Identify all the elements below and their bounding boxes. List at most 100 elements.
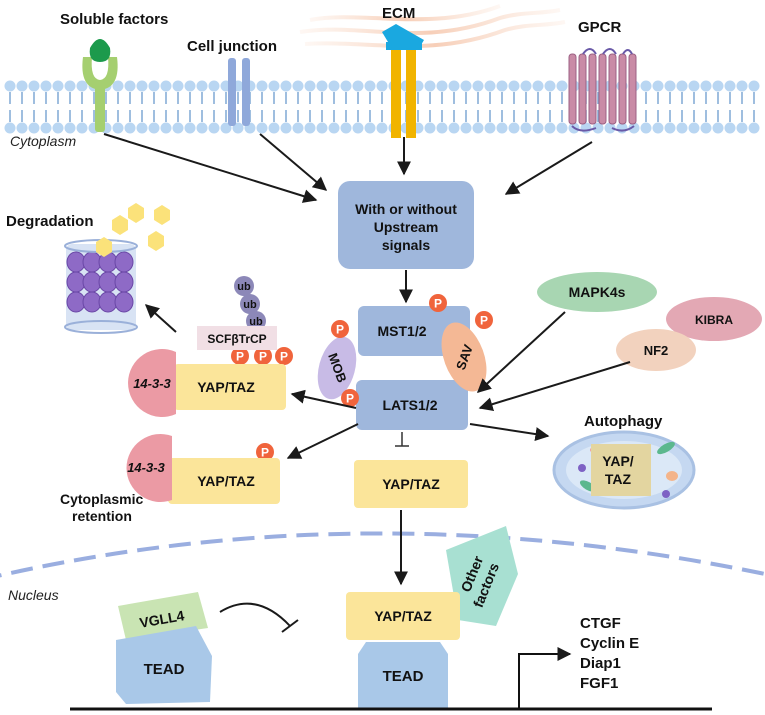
phospho-marker: P — [256, 443, 274, 461]
phospho-marker: P — [429, 294, 447, 312]
lipid-head — [40, 122, 52, 134]
lipid-head — [184, 122, 196, 134]
lipid-head — [424, 122, 436, 134]
lipid-head — [40, 80, 52, 92]
nf2-protein: NF2 — [616, 329, 696, 371]
proteasome-subunit — [114, 251, 134, 273]
lipid-head — [604, 122, 616, 134]
target-gene-1: CTGF — [580, 615, 621, 632]
lipid-head — [316, 80, 328, 92]
lipid-head — [700, 122, 712, 134]
lipid-head — [700, 80, 712, 92]
inhibition-lats-yap — [395, 432, 409, 447]
lipid-head — [436, 80, 448, 92]
lipid-head — [688, 122, 700, 134]
lipid-head — [496, 80, 508, 92]
lipid-head — [448, 122, 460, 134]
lipid-head — [748, 80, 760, 92]
tead-left-protein: TEAD — [116, 626, 212, 704]
ecm-label: ECM — [382, 5, 415, 22]
lipid-head — [376, 122, 388, 134]
cytoplasm-label: Cytoplasm — [10, 133, 76, 149]
cytoplasmic-retention-line-2: retention — [72, 508, 132, 524]
cell-membrane — [4, 80, 760, 134]
lipid-head — [148, 122, 160, 134]
sav-protein: SAV — [441, 322, 487, 392]
phospho-label: P — [280, 350, 288, 364]
lipid-head — [676, 80, 688, 92]
lipid-head — [544, 122, 556, 134]
lipid-head — [652, 122, 664, 134]
lipid-head — [304, 122, 316, 134]
lipid-head — [472, 122, 484, 134]
lipid-head — [496, 122, 508, 134]
lipid-head — [532, 80, 544, 92]
ub-label-3: ub — [249, 316, 263, 328]
lipid-head — [292, 80, 304, 92]
proteasome-subunit — [82, 271, 102, 293]
target-gene-2: Cyclin E — [580, 635, 639, 652]
lipid-head — [736, 122, 748, 134]
lipid-head — [376, 80, 388, 92]
phospho-label: P — [236, 350, 244, 364]
transcription-start-arrow — [518, 647, 572, 709]
proteasome-icon — [64, 239, 138, 334]
proteasome-subunit — [66, 271, 86, 293]
ub-label-1: ub — [237, 281, 251, 293]
proteasome-subunit — [114, 291, 134, 313]
lipid-head — [16, 122, 28, 134]
phospho-marker: P — [275, 347, 293, 365]
ecm-fibers — [299, 4, 566, 49]
arrow-lats-to-autophagy — [469, 423, 550, 442]
lipid-head — [196, 122, 208, 134]
lipid-head — [724, 80, 736, 92]
lipid-head — [736, 80, 748, 92]
peptide-fragments-icon — [96, 203, 170, 257]
lipid-head — [220, 122, 232, 134]
proteasome-subunit — [82, 291, 102, 313]
lipid-head — [628, 122, 640, 134]
phospho-label: P — [336, 323, 344, 337]
target-genes-list: CTGF Cyclin E Diap1 FGF1 — [580, 615, 639, 692]
lipid-head — [208, 122, 220, 134]
soluble-factors-label: Soluble factors — [60, 11, 168, 28]
lipid-head — [328, 80, 340, 92]
lipid-head — [52, 122, 64, 134]
lipid-head — [76, 80, 88, 92]
nf2-label: NF2 — [644, 343, 669, 358]
lipid-head — [508, 80, 520, 92]
lipid-head — [160, 80, 172, 92]
mob-protein: MOB — [317, 336, 357, 400]
phospho-label: P — [259, 350, 267, 364]
lipid-head — [256, 80, 268, 92]
target-gene-4: FGF1 — [580, 675, 618, 692]
ecm-integrin-receptor — [382, 24, 424, 138]
proteasome-subunit — [66, 251, 86, 273]
protein-14-3-3-degradation: 14-3-3 — [128, 349, 176, 417]
yap-taz-autophagy-line-2: TAZ — [605, 471, 632, 487]
mapk4s-label: MAPK4s — [569, 284, 626, 300]
lipid-head — [724, 122, 736, 134]
scf-btrcp-box: SCFβTrCP — [197, 326, 277, 350]
lipid-head — [484, 122, 496, 134]
tead-left-label: TEAD — [144, 661, 185, 678]
lipid-head — [508, 122, 520, 134]
lipid-head — [28, 80, 40, 92]
lipid-head — [640, 80, 652, 92]
lipid-head — [256, 122, 268, 134]
yap-taz-central-label: YAP/TAZ — [382, 476, 440, 492]
upstream-line-1: With or without — [355, 201, 457, 217]
lipid-head — [196, 80, 208, 92]
phospho-label: P — [261, 446, 269, 460]
lipid-head — [172, 122, 184, 134]
lipid-head — [124, 122, 136, 134]
lipid-head — [664, 122, 676, 134]
lipid-head — [748, 122, 760, 134]
lipid-head — [484, 80, 496, 92]
lipid-head — [208, 80, 220, 92]
proteasome-subunit — [114, 271, 134, 293]
phospho-marker: P — [475, 311, 493, 329]
lipid-head — [556, 122, 568, 134]
lipid-head — [52, 80, 64, 92]
